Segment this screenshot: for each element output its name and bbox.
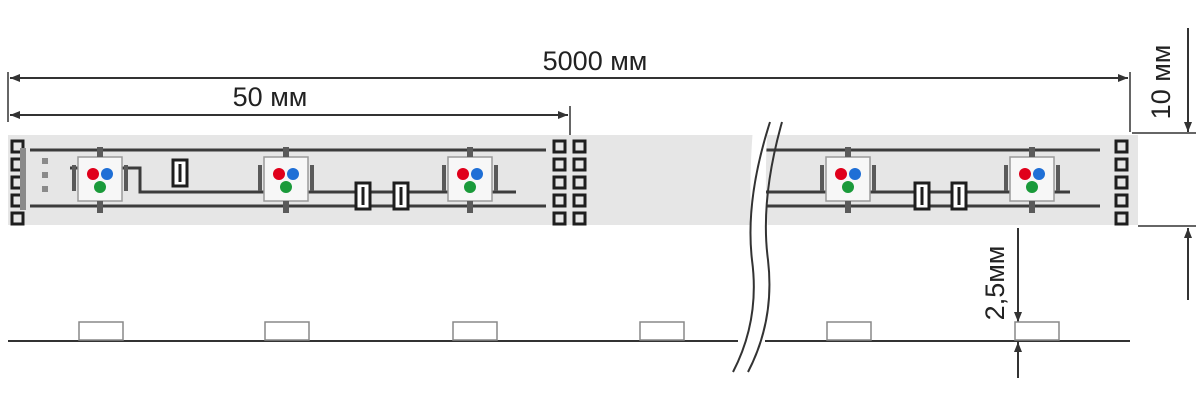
solder-pad [572,211,587,226]
solder-pad [572,139,587,154]
led-blue-dot [287,168,299,180]
led-lead [1056,165,1060,191]
strip-top-view-right [745,135,1138,226]
led-height-label: 2,5мм [980,246,1010,321]
led-lead [1004,165,1008,191]
led-lead [494,165,498,191]
strip-side-view [8,321,1130,342]
solder-pad [10,211,25,226]
solder-pad [552,139,567,154]
led-green-dot [94,181,106,193]
led-green-dot [280,181,292,193]
total-length-dimension: 5000 мм [7,46,1131,132]
segment-length-label: 50 мм [233,82,308,112]
solder-pad [572,193,587,208]
led-green-dot [464,181,476,193]
solder-pad [1114,157,1129,172]
led-lead [124,165,128,191]
led-lead [310,165,314,191]
small-pad [42,158,48,164]
led-lead [467,201,473,213]
led-lead [72,165,76,191]
side-view-led [1014,321,1060,341]
led-lead [442,165,446,191]
led-height-dimension: 2,5мм [980,228,1022,378]
led-lead [1029,147,1035,157]
led-lead [467,147,473,157]
side-view-led [826,321,872,341]
led-red-dot [273,168,285,180]
solder-pad [1114,211,1129,226]
led-chip [263,156,309,202]
led-lead [820,165,824,191]
break-lines [732,121,783,373]
led-lead [283,147,289,157]
small-pad [42,186,48,192]
led-lead [1029,201,1035,213]
strip-top-view-left [8,135,770,226]
strip-width-dimension: 10 мм [1132,28,1196,300]
led-chip [1009,156,1055,202]
solder-pad [10,139,25,154]
led-blue-dot [1033,168,1045,180]
led-lead [97,201,103,213]
led-blue-dot [471,168,483,180]
break-line-left [732,121,771,373]
led-red-dot [1019,168,1031,180]
side-view-led [639,321,685,341]
segment-length-dimension: 50 мм [10,82,571,135]
led-lead [283,201,289,213]
led-red-dot [835,168,847,180]
led-lead [845,201,851,213]
break-line-right [747,121,783,373]
led-green-dot [842,181,854,193]
solder-pad [552,211,567,226]
strip-width-label: 10 мм [1146,45,1176,120]
solder-pad [552,175,567,190]
trace [745,166,1070,194]
solder-pad [552,193,567,208]
led-blue-dot [849,168,861,180]
solder-pad [572,157,587,172]
solder-pad [1114,193,1129,208]
led-lead [872,165,876,191]
solder-pad [572,175,587,190]
connector-bar [20,148,26,210]
led-chip [77,156,123,202]
solder-pad [1114,139,1129,154]
led-green-dot [1026,181,1038,193]
led-blue-dot [101,168,113,180]
side-view-led [78,321,124,341]
led-chip [825,156,871,202]
led-red-dot [457,168,469,180]
led-red-dot [87,168,99,180]
solder-pad [1114,175,1129,190]
led-chip [447,156,493,202]
solder-pad [552,157,567,172]
side-view-led [264,321,310,341]
led-lead [258,165,262,191]
small-pad [42,172,48,178]
total-length-label: 5000 мм [543,46,648,76]
side-view-led [452,321,498,341]
led-lead [845,147,851,157]
led-lead [97,147,103,157]
